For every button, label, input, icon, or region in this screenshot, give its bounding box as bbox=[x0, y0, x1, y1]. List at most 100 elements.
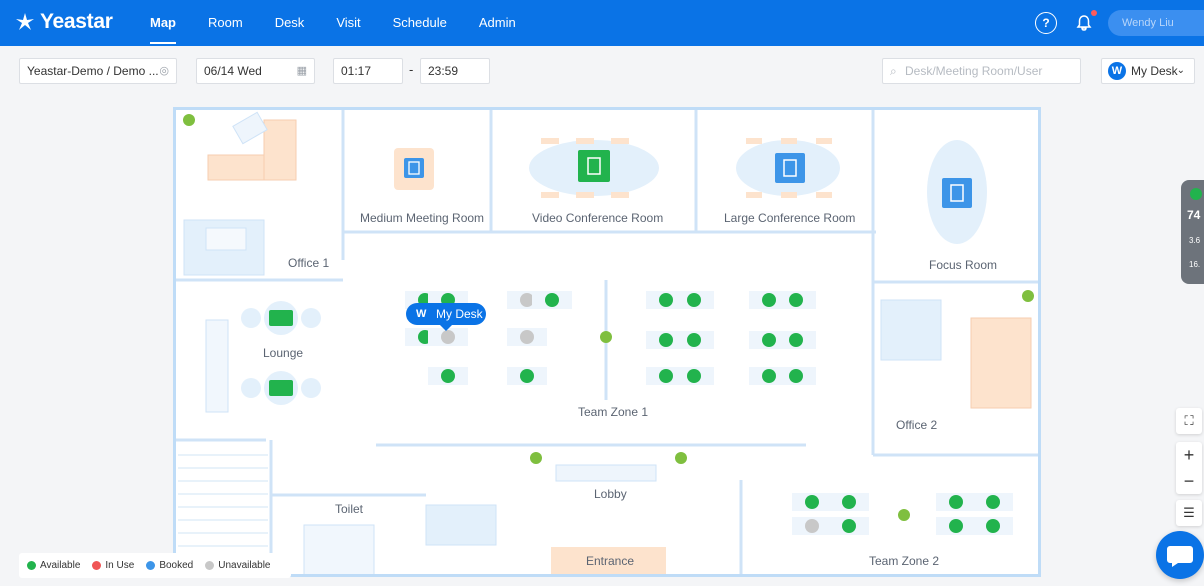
zoom-controls: + − bbox=[1176, 442, 1202, 494]
desk-available-marker[interactable] bbox=[762, 293, 776, 307]
desk[interactable] bbox=[936, 493, 976, 511]
location-value: Yeastar-Demo / Demo ... bbox=[27, 64, 159, 78]
desk-available-marker[interactable] bbox=[805, 495, 819, 509]
desk-available-marker[interactable] bbox=[842, 519, 856, 533]
desks-layer bbox=[405, 291, 1013, 535]
room-label-medium-meeting[interactable]: Medium Meeting Room bbox=[360, 211, 485, 225]
desk-available-marker[interactable] bbox=[545, 293, 559, 307]
calendar-icon: ▦ bbox=[296, 65, 307, 77]
help-icon[interactable]: ? bbox=[1035, 12, 1057, 34]
nav-tab-visit[interactable]: Visit bbox=[336, 15, 361, 30]
desk-available-marker[interactable] bbox=[687, 293, 701, 307]
search-icon: ⌕ bbox=[890, 64, 897, 78]
desk[interactable] bbox=[829, 517, 869, 535]
desk[interactable] bbox=[428, 367, 468, 385]
room-label-office1[interactable]: Office 1 bbox=[288, 256, 330, 270]
desk[interactable] bbox=[674, 291, 714, 309]
zoom-out-button[interactable]: − bbox=[1183, 471, 1195, 491]
room-label-entrance: Entrance bbox=[586, 554, 635, 568]
nav-tab-admin[interactable]: Admin bbox=[478, 15, 516, 30]
desk-available-marker[interactable] bbox=[687, 333, 701, 347]
desk[interactable] bbox=[776, 331, 816, 349]
side-widget-line2: 16. bbox=[1189, 260, 1201, 269]
desk[interactable] bbox=[973, 493, 1013, 511]
desk-available-marker[interactable] bbox=[986, 519, 1000, 533]
nav-tab-map[interactable]: Map bbox=[150, 0, 176, 46]
desk[interactable] bbox=[936, 517, 976, 535]
desk[interactable] bbox=[973, 517, 1013, 535]
side-stats-widget[interactable]: 74 3.6 16. bbox=[1181, 180, 1204, 284]
start-time-input[interactable]: 01:17 bbox=[333, 58, 403, 84]
desk-available-marker[interactable] bbox=[659, 369, 673, 383]
desk[interactable] bbox=[674, 367, 714, 385]
nav-tab-desk[interactable]: Desk bbox=[274, 15, 305, 30]
desk[interactable] bbox=[829, 493, 869, 511]
desk[interactable] bbox=[776, 291, 816, 309]
nav-tab-room[interactable]: Room bbox=[208, 15, 243, 30]
status-legend: Available In Use Booked Unavailable bbox=[19, 553, 291, 578]
date-value: 06/14 Wed bbox=[204, 64, 262, 78]
desk[interactable] bbox=[792, 493, 832, 511]
date-picker[interactable]: 06/14 Wed ▦ bbox=[196, 58, 315, 84]
room-label-lobby: Lobby bbox=[594, 487, 627, 501]
chat-support-button[interactable] bbox=[1156, 531, 1204, 579]
desk-available-marker[interactable] bbox=[842, 495, 856, 509]
search-input[interactable]: ⌕ Desk/Meeting Room/User bbox=[882, 58, 1081, 84]
desk-unavailable-marker[interactable] bbox=[520, 330, 534, 344]
time-separator: - bbox=[409, 62, 414, 77]
room-label-focus[interactable]: Focus Room bbox=[929, 258, 998, 272]
desk-available-marker[interactable] bbox=[789, 369, 803, 383]
desk[interactable] bbox=[532, 291, 572, 309]
end-time-input[interactable]: 23:59 bbox=[420, 58, 490, 84]
desk-available-marker[interactable] bbox=[687, 369, 701, 383]
desk-unavailable-marker[interactable] bbox=[520, 293, 534, 307]
location-pin-icon: ◎ bbox=[159, 65, 169, 77]
nav-tab-schedule[interactable]: Schedule bbox=[392, 15, 447, 30]
fullscreen-button[interactable]: ⛶ bbox=[1176, 408, 1202, 434]
location-selector[interactable]: Yeastar-Demo / Demo ... ◎ bbox=[19, 58, 177, 84]
user-avatar: W bbox=[1108, 62, 1126, 80]
brand-logo[interactable]: Yeastar bbox=[14, 10, 113, 34]
desk-available-marker[interactable] bbox=[441, 369, 455, 383]
fullscreen-icon: ⛶ bbox=[1184, 413, 1194, 428]
room-label-large-conference[interactable]: Large Conference Room bbox=[724, 211, 856, 225]
desk-available-marker[interactable] bbox=[762, 333, 776, 347]
desk-available-marker[interactable] bbox=[986, 495, 1000, 509]
room-label-lounge: Lounge bbox=[263, 346, 304, 360]
desk-available-marker[interactable] bbox=[659, 333, 673, 347]
main-nav: Map Room Desk Visit Schedule Admin bbox=[150, 0, 548, 46]
room-label-team-zone2: Team Zone 2 bbox=[869, 554, 940, 568]
desk[interactable] bbox=[776, 367, 816, 385]
desk[interactable] bbox=[792, 517, 832, 535]
desk-available-marker[interactable] bbox=[789, 333, 803, 347]
legend-item-in-use: In Use bbox=[92, 560, 134, 571]
room-label-video-conference[interactable]: Video Conference Room bbox=[532, 211, 664, 225]
desk-available-marker[interactable] bbox=[659, 293, 673, 307]
desk[interactable] bbox=[507, 367, 547, 385]
room-label-team-zone1: Team Zone 1 bbox=[578, 405, 649, 419]
user-menu[interactable]: Wendy Liu bbox=[1108, 10, 1204, 36]
end-time-value: 23:59 bbox=[428, 64, 459, 78]
my-desk-label: My Desk bbox=[1131, 64, 1178, 78]
chat-bubble-icon bbox=[1167, 546, 1193, 567]
room-label-office2[interactable]: Office 2 bbox=[896, 418, 938, 432]
desk-available-marker[interactable] bbox=[520, 369, 534, 383]
desk[interactable] bbox=[428, 328, 468, 346]
desk-unavailable-marker[interactable] bbox=[441, 330, 455, 344]
desk[interactable] bbox=[674, 331, 714, 349]
desk-available-marker[interactable] bbox=[949, 495, 963, 509]
desk-available-marker[interactable] bbox=[789, 293, 803, 307]
map-settings-button[interactable]: ☰ bbox=[1176, 500, 1202, 526]
floor-map[interactable]: Medium Meeting Room Video Conference Roo… bbox=[173, 107, 1041, 577]
my-desk-tooltip[interactable]: W My Desk bbox=[406, 303, 486, 331]
my-desk-button[interactable]: W My Desk ⌄ bbox=[1101, 58, 1195, 84]
notification-bell-icon[interactable] bbox=[1073, 10, 1097, 34]
legend-item-booked: Booked bbox=[146, 560, 193, 571]
zoom-in-button[interactable]: + bbox=[1183, 445, 1195, 465]
desk[interactable] bbox=[507, 328, 547, 346]
desk-available-marker[interactable] bbox=[762, 369, 776, 383]
desk-available-marker[interactable] bbox=[949, 519, 963, 533]
desk-unavailable-marker[interactable] bbox=[805, 519, 819, 533]
side-widget-value: 74 bbox=[1187, 208, 1201, 222]
user-name: Wendy Liu bbox=[1122, 17, 1174, 29]
